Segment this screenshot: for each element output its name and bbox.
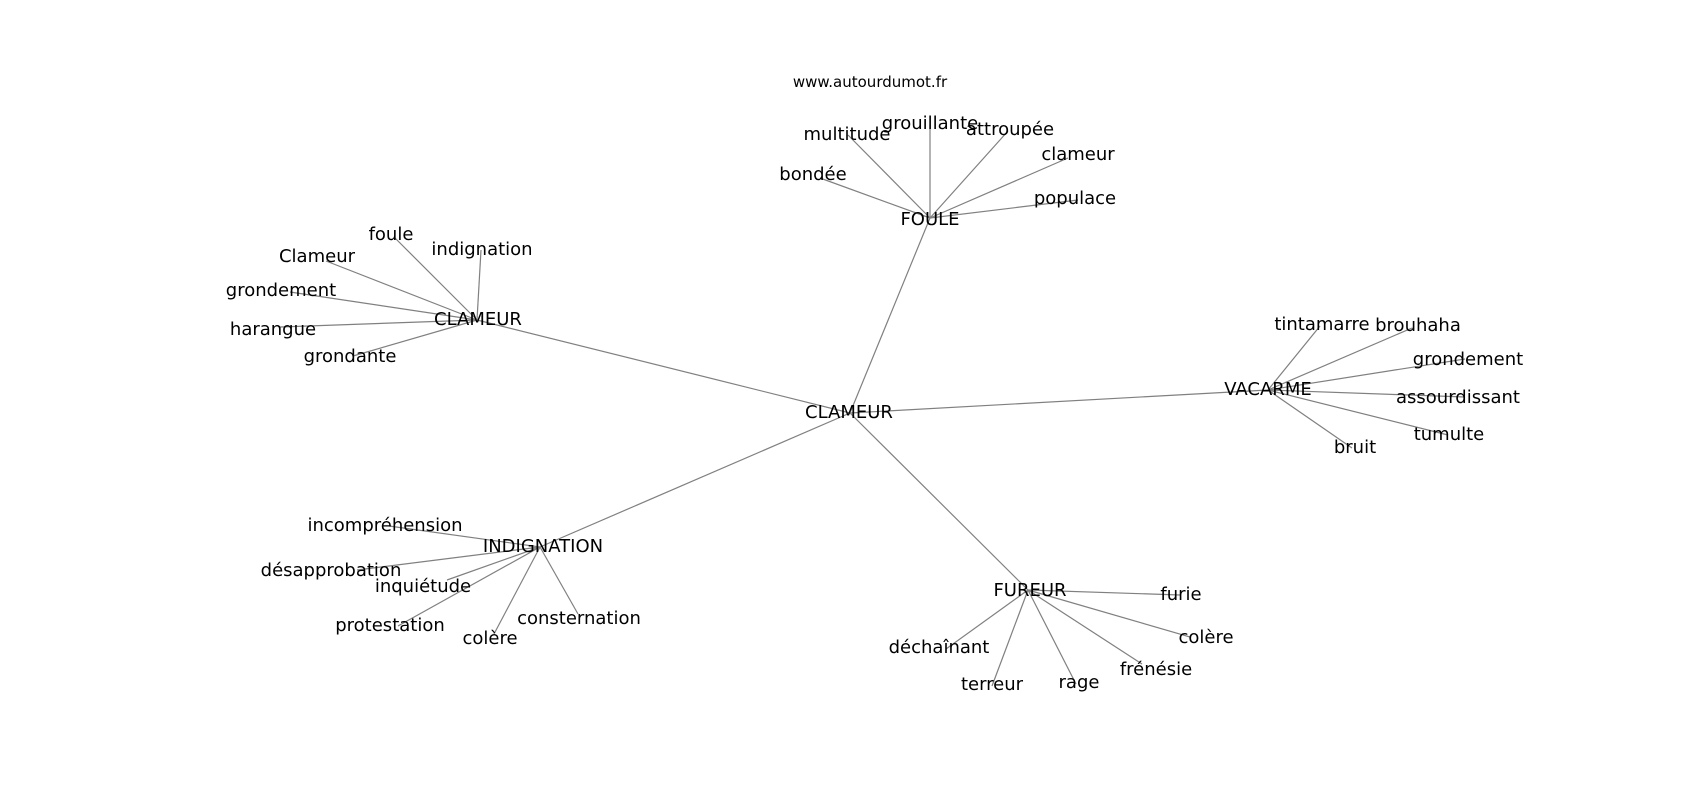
edge-foule-leaf (819, 177, 931, 219)
edge-clameur-leaf (394, 237, 478, 321)
leaf-node-clameur: foule (369, 224, 414, 245)
leaf-node-vacarme: assourdissant (1396, 387, 1520, 408)
leaf-node-fureur: terreur (961, 674, 1024, 695)
edge-vacarme-leaf (1267, 327, 1413, 391)
edge-indignation-leaf (493, 546, 541, 635)
edge-vacarme-leaf (1267, 389, 1353, 449)
edge-indignation-leaf (388, 525, 541, 548)
edge-foule-leaf (929, 130, 1009, 219)
leaf-node-vacarme: tintamarre (1274, 314, 1369, 335)
edge-clameur-leaf (352, 319, 478, 357)
leaf-node-foule: clameur (1041, 144, 1115, 165)
leaf-node-foule: attroupée (966, 119, 1054, 140)
leaf-node-foule: bondée (779, 164, 846, 185)
hub-node-clameur: CLAMEUR (434, 309, 522, 330)
edge-fureur-leaf (945, 589, 1029, 650)
source-watermark: www.autourdumot.fr (792, 73, 948, 91)
leaf-node-clameur: harangue (230, 319, 316, 340)
leaf-node-fureur: frénésie (1120, 659, 1192, 680)
leaf-node-indignation: consternation (517, 608, 641, 629)
leaf-node-clameur: indignation (431, 239, 532, 260)
edge-vacarme-leaf (1267, 389, 1449, 436)
leaf-node-vacarme: bruit (1334, 437, 1376, 458)
edge-clameur-leaf (476, 249, 482, 321)
edge-clameur-leaf (279, 319, 478, 328)
hub-node-fureur: FUREUR (993, 580, 1066, 601)
leaf-node-vacarme: tumulte (1414, 424, 1485, 445)
edge-indignation-leaf (397, 546, 541, 627)
edge-clameur-leaf (325, 260, 478, 321)
hub-node-indignation: INDIGNATION (483, 536, 603, 557)
edge-fureur-leaf (1027, 589, 1143, 665)
edge-fureur-leaf (1027, 589, 1077, 685)
edge-foule-leaf (929, 157, 1069, 219)
leaf-node-vacarme: brouhaha (1375, 315, 1461, 336)
leaf-node-indignation: protestation (335, 615, 445, 636)
edge-center-clameur (476, 319, 851, 414)
edge-indignation-leaf (446, 546, 541, 581)
leaf-node-indignation: colère (462, 628, 517, 649)
edge-vacarme-leaf (1267, 389, 1466, 398)
leaf-node-foule: grouillante (882, 113, 978, 134)
edge-center-vacarme (849, 389, 1269, 414)
leaf-node-fureur: furie (1160, 584, 1201, 605)
edge-center-fureur (849, 412, 1029, 591)
leaf-node-foule: populace (1034, 188, 1116, 209)
edge-indignation-leaf (356, 546, 541, 571)
leaf-node-clameur: grondement (226, 280, 336, 301)
center-node-label: CLAMEUR (805, 402, 893, 423)
label-layer: CLAMEUR FOULE multitudegrouillanteattroupé… (226, 113, 1523, 695)
edge-fureur-leaf (1027, 589, 1181, 596)
hub-node-foule: FOULE (900, 209, 959, 230)
edge-indignation-leaf (539, 546, 579, 615)
edge-center-indignation (539, 412, 851, 548)
leaf-node-fureur: colère (1178, 627, 1233, 648)
edge-vacarme-leaf (1267, 358, 1466, 391)
leaf-node-fureur: rage (1059, 672, 1100, 693)
edge-fureur-leaf (991, 589, 1029, 687)
edge-foule-leaf (929, 199, 1079, 219)
leaf-node-clameur: grondante (304, 346, 397, 367)
edge-foule-leaf (847, 134, 931, 219)
edge-clameur-leaf (289, 291, 478, 321)
edge-fureur-leaf (1027, 589, 1191, 638)
leaf-node-foule: multitude (804, 124, 891, 145)
edge-vacarme-leaf (1267, 325, 1321, 391)
hub-node-vacarme: VACARME (1224, 379, 1311, 400)
leaf-node-indignation: inquiétude (375, 576, 471, 597)
leaf-node-clameur: Clameur (279, 246, 356, 267)
edge-layer (279, 125, 1466, 687)
leaf-node-indignation: désapprobation (261, 560, 402, 581)
edge-center-foule (849, 217, 931, 414)
leaf-node-vacarme: grondement (1413, 349, 1523, 370)
leaf-node-fureur: déchaînant (889, 637, 990, 658)
leaf-node-indignation: incompréhension (307, 515, 462, 536)
